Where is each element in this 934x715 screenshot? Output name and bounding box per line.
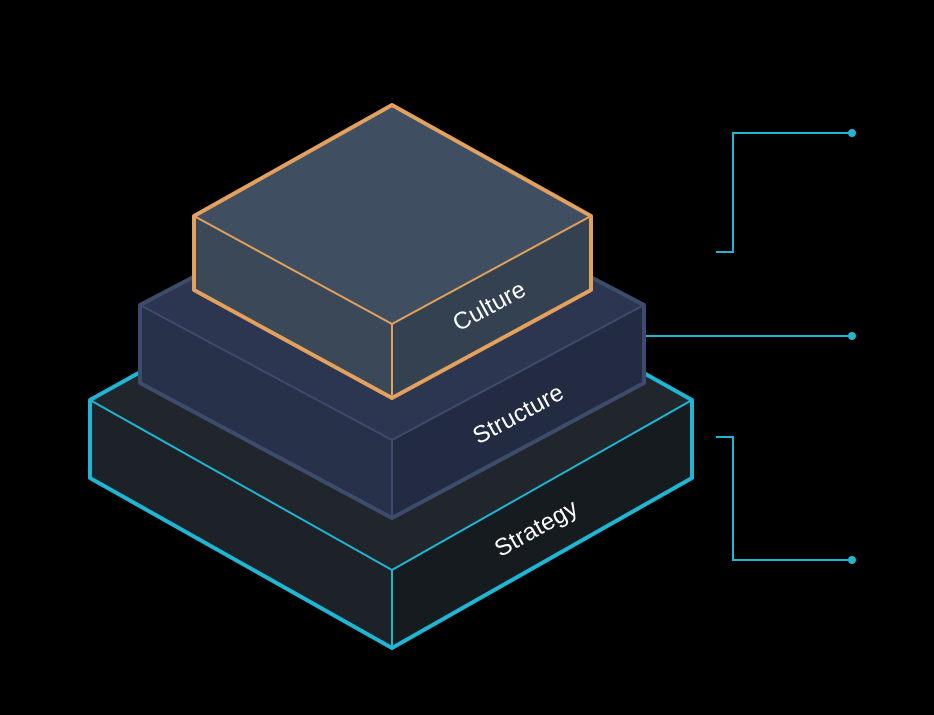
structure-left-face (140, 305, 392, 518)
connector-top (716, 132, 852, 253)
connector-top-dot (848, 129, 856, 137)
connectors (646, 129, 856, 564)
layer-culture (192, 103, 593, 400)
connector-bottom (716, 436, 852, 561)
connector-bottom-dot (848, 556, 856, 564)
culture-left-face (194, 216, 392, 398)
strategy-right-face (392, 400, 692, 648)
strategy-left-face (90, 400, 392, 648)
culture-right-face (392, 216, 591, 398)
connector-middle-dot (848, 332, 856, 340)
structure-right-face (392, 305, 644, 518)
culture-outline (192, 103, 593, 400)
